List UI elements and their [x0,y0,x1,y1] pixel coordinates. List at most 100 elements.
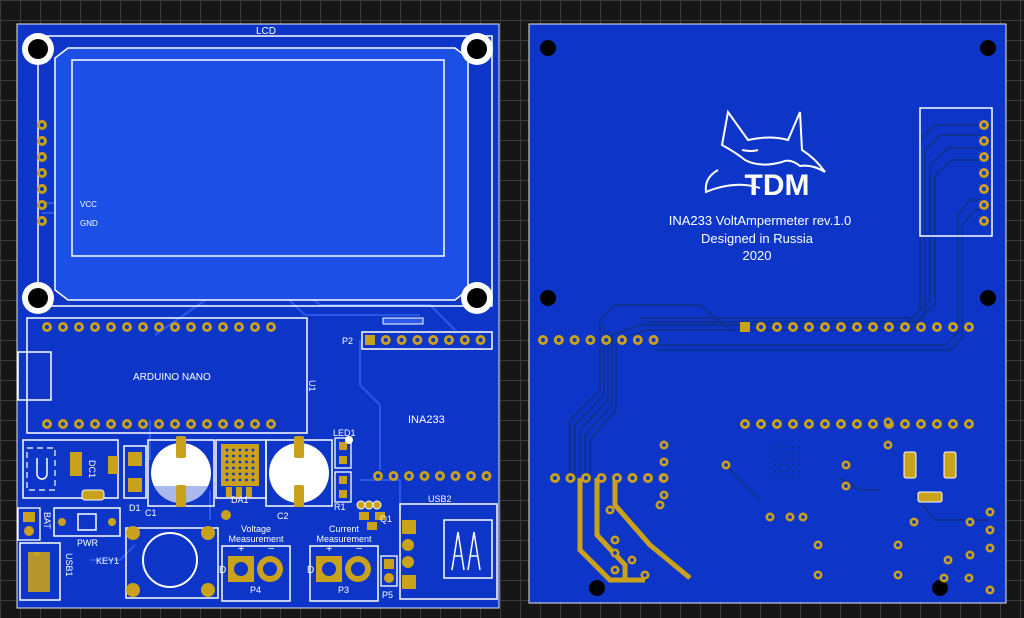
da1-via [232,478,235,482]
pad-drill [236,324,242,330]
usb2-port [443,519,493,579]
label-current-measurement: Measurement [316,534,372,544]
thermal-via [791,457,795,461]
thermal-via [797,457,801,461]
p2-outline [361,331,493,350]
pad-drill [422,473,427,479]
label-u1: U1 [307,380,317,392]
pad-drill [896,543,900,547]
back-dc-pad [917,491,943,503]
pad-drill [220,421,226,427]
da1-via [238,466,242,470]
pad-drill [39,154,45,160]
pad-drill [583,475,589,481]
pad-drill [140,324,146,330]
da1-via [232,460,235,464]
back-lcd-header-outline [919,107,993,237]
thermal-via [773,445,777,449]
d1-pad-top [128,452,142,466]
key1-button [142,532,198,588]
da1-via [225,460,229,464]
label-p4-d: D [219,565,226,576]
label-da1: DA1 [231,495,249,505]
da1-via [251,460,255,464]
pad-drill [886,443,890,447]
label-c2: C2 [277,511,289,521]
pad-drill [108,421,114,427]
arduino-pins-bottom [42,419,276,429]
back-lcd-pins [979,120,989,226]
da1-via [225,478,229,482]
thermal-via [785,463,789,467]
thermal-via [785,475,789,479]
pad-drill [838,324,844,330]
pad-drill [76,421,82,427]
pad-drill [870,324,876,330]
thermal-via [797,475,801,479]
thermal-via [785,457,789,461]
da1-via [225,466,229,470]
pad-drill [630,558,634,562]
da1-via [238,472,242,476]
label-arduino-nano: ARDUINO NANO [133,372,211,383]
p3-terminal-outline [309,545,379,602]
pad-drill [220,324,226,330]
pad-drill [614,475,620,481]
pad-drill [453,473,458,479]
pad-drill [988,546,992,550]
dc1-pad [70,452,82,476]
pad-drill [172,421,178,427]
thermal-via [773,451,777,455]
pad-drill [790,421,796,427]
dc1-pad-bottom [81,489,105,501]
pad-drill [643,573,647,577]
back-ina-pins [550,473,669,483]
pad-drill [724,463,728,467]
thermal-via [779,445,783,449]
da1-via [225,472,229,476]
usb1-outline [19,542,61,601]
da1-via [245,448,248,452]
d1-pad-side [108,456,118,474]
pad-drill [966,421,972,427]
pad-drill [662,460,666,464]
c2-body [269,443,329,503]
pad-drill [966,324,972,330]
pad-drill [758,324,764,330]
pad-drill [406,473,412,479]
pad-drill [950,324,956,330]
pcb-pad [365,335,375,345]
pad-drill [806,421,812,427]
pad-drill [39,138,45,144]
pad-drill [60,324,66,330]
pad-drill [204,324,210,330]
label-current: Current [329,524,360,534]
p2-smd-part [382,317,424,325]
da1-via [245,472,248,476]
pad-drill [431,337,436,343]
da1-via [238,460,242,464]
thermal-via [791,445,795,449]
thermal-via [773,469,777,473]
pad-drill [918,421,924,427]
lcd-screen-area [71,59,445,257]
pad-drill [540,337,546,343]
pad-drill [608,508,612,512]
pad-drill [92,324,98,330]
pad-drill [870,421,876,427]
back-power-traces [577,478,692,583]
mounting-holes-front [22,33,493,314]
pad-drill [599,475,604,481]
pad-drill [902,324,908,330]
pad-drill [124,324,130,330]
thermal-via [773,457,777,461]
pad-drill [988,588,992,592]
label-p3: P3 [338,585,349,595]
pad-drill [788,515,792,519]
thermal-via [791,451,795,455]
pad-drill [484,473,489,479]
label-d1: D1 [129,503,141,513]
label-p4: P4 [250,585,261,595]
pad-drill [981,202,987,208]
pad-drill [662,443,666,447]
